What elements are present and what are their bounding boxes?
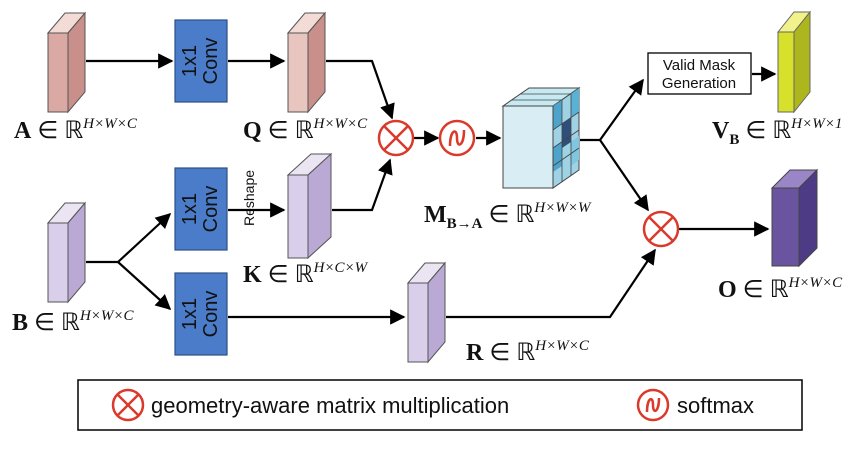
conv-label-line2: Conv: [200, 186, 222, 233]
attention-cube-m: [501, 87, 581, 189]
legend-softmax-label: softmax: [677, 393, 754, 418]
conv-box-k: 1x1 Conv: [174, 167, 228, 251]
conv-label-line1: 1x1: [179, 298, 201, 330]
legend: geometry-aware matrix multiplication sof…: [77, 379, 803, 431]
feature-a-block: [46, 11, 87, 114]
label-r: R ∈ ℝH×W×C: [466, 338, 590, 366]
connections: [86, 53, 777, 325]
conv-label-line1: 1x1: [179, 193, 201, 225]
feature-b-block: [46, 201, 87, 304]
conv-box-a: 1x1 Conv: [174, 19, 228, 103]
label-q: Q ∈ ℝH×W×C: [243, 116, 368, 144]
label-v: VB ∈ ℝH×W×1: [712, 116, 842, 148]
label-a: A ∈ ℝH×W×C: [14, 116, 138, 144]
valid-mask-box: Valid Mask Generation: [647, 52, 752, 95]
reshape-label: Reshape: [241, 170, 257, 226]
matmul-operator-qk: [377, 119, 415, 157]
conv-box-r: 1x1 Conv: [174, 272, 228, 356]
mask-label-line2: Generation: [662, 75, 736, 92]
legend-softmax-icon: [636, 388, 670, 422]
legend-matmul-icon: [111, 388, 145, 422]
output-o-block: [770, 168, 819, 268]
label-k: K ∈ ℝH×C×W: [243, 260, 369, 288]
conv-label-line1: 1x1: [179, 45, 201, 77]
softmax-operator: [438, 119, 476, 157]
matmul-operator-out: [642, 210, 680, 248]
feature-k-block: [286, 152, 333, 260]
legend-matmul-label: geometry-aware matrix multiplication: [151, 393, 509, 418]
label-o: O ∈ ℝH×W×C: [718, 275, 843, 303]
mask-label-line1: Valid Mask: [663, 57, 736, 74]
conv-label-line2: Conv: [200, 291, 222, 338]
label-b: B ∈ ℝH×W×C: [12, 308, 135, 336]
feature-r-block: [406, 261, 447, 364]
mask-v-block: [776, 10, 812, 114]
label-m: MB→A ∈ ℝH×W×W: [424, 200, 592, 232]
feature-q-block: [286, 11, 327, 114]
conv-label-line2: Conv: [200, 38, 222, 85]
